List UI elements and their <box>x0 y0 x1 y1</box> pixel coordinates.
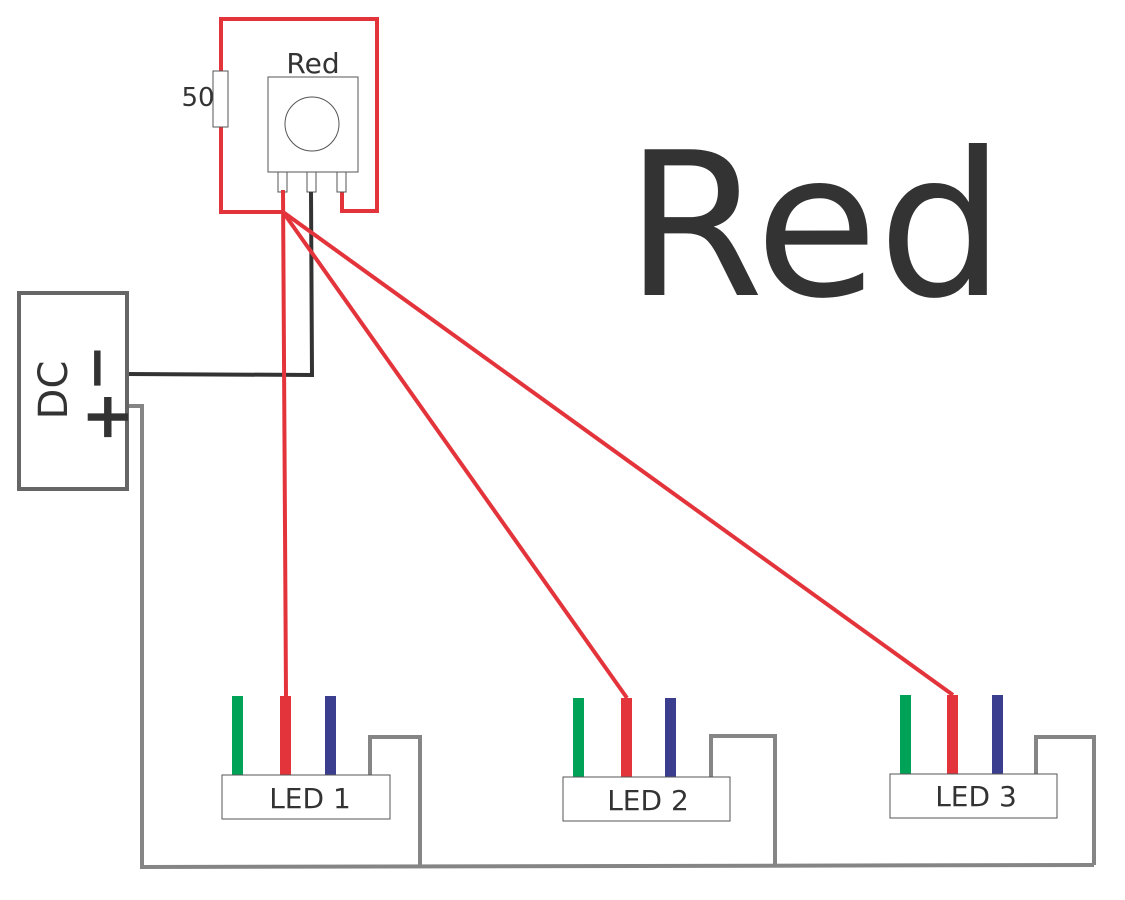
pot-pin-middle <box>306 171 317 193</box>
pot-loop-wire <box>219 17 379 214</box>
gray-wire-led-2 <box>709 734 777 866</box>
led-2: LED 2 <box>562 698 731 822</box>
led-3-pin-green <box>900 695 911 775</box>
pot-label: Red <box>286 47 339 80</box>
led-2-label: LED 2 <box>607 784 689 817</box>
pot-knob <box>284 96 340 152</box>
led-3-pin-red <box>947 695 958 775</box>
led-1-pin-green <box>232 696 243 776</box>
led-1-label: LED 1 <box>269 782 351 815</box>
led-1: LED 1 <box>221 696 391 820</box>
led-2-pin-blue <box>665 698 676 778</box>
dc-plus-label: + <box>70 390 144 444</box>
led-1-pin-red <box>280 696 291 776</box>
led-3-pin-blue <box>992 695 1003 775</box>
red-wire-led-3 <box>281 210 955 697</box>
dc-label: DC <box>31 361 77 420</box>
led-2-pin-green <box>573 698 584 778</box>
red-wire-led-1 <box>281 189 288 698</box>
page-title: Red <box>625 110 1005 343</box>
led-2-body <box>562 776 731 822</box>
dc-minus-label: − <box>64 345 129 392</box>
resistor <box>212 70 229 128</box>
gray-wire-led-3 <box>1034 735 1096 865</box>
resistor-label: 50 <box>181 83 214 113</box>
led-1-body <box>221 774 391 820</box>
pot-pin-left <box>277 171 288 193</box>
led-3-label: LED 3 <box>935 780 1017 813</box>
pot-pin-right <box>336 171 347 193</box>
led-3: LED 3 <box>889 695 1058 819</box>
led-3-body <box>889 773 1058 819</box>
led-1-pin-blue <box>325 696 336 776</box>
gray-wire-main <box>127 404 1095 870</box>
dc-power-box <box>17 291 129 491</box>
red-wire-led-2 <box>281 210 629 700</box>
led-2-pin-red <box>621 698 632 778</box>
gray-wire-led-1 <box>368 735 422 867</box>
